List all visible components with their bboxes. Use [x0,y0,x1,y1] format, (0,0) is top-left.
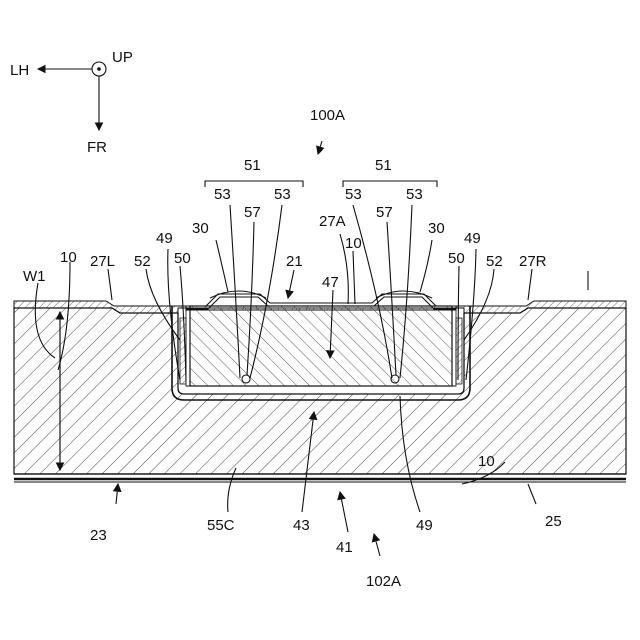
label-51-right: 51 [375,157,392,174]
label-52-left: 52 [134,253,151,270]
label-10-right: 10 [478,453,495,470]
label-53-d: 53 [406,186,423,203]
label-53-c: 53 [345,186,362,203]
compass-lh-label: LH [10,62,29,79]
label-21: 21 [286,253,303,270]
label-100A: 100A [310,107,345,124]
label-50-left: 50 [174,250,191,267]
label-50-right: 50 [448,250,465,267]
cover-plate-21 [186,294,456,306]
label-49-left: 49 [156,230,173,247]
label-57-right: 57 [376,204,393,221]
label-25: 25 [545,513,562,530]
label-30-right: 30 [428,220,445,237]
module-47 [190,306,452,386]
label-27L: 27L [90,253,115,270]
label-49-right: 49 [464,230,481,247]
label-55C: 55C [207,517,235,534]
label-W1: W1 [23,268,46,285]
label-10-top: 10 [345,235,362,252]
label-43: 43 [293,517,310,534]
right-rib-50 [456,318,462,384]
label-27A: 27A [319,213,346,230]
compass-fr-label: FR [87,139,107,156]
label-41: 41 [336,539,353,556]
label-23: 23 [90,527,107,544]
label-53-a: 53 [214,186,231,203]
label-10-left: 10 [60,249,77,266]
label-51-left: 51 [244,157,261,174]
compass: LH UP FR [10,49,133,156]
label-102A: 102A [366,573,401,590]
label-49-bottom: 49 [416,517,433,534]
label-30-left: 30 [192,220,209,237]
label-52-right: 52 [486,253,503,270]
label-47: 47 [322,274,339,291]
compass-up-label: UP [112,49,133,66]
label-53-b: 53 [274,186,291,203]
label-27R: 27R [519,253,547,270]
label-57-left: 57 [244,204,261,221]
